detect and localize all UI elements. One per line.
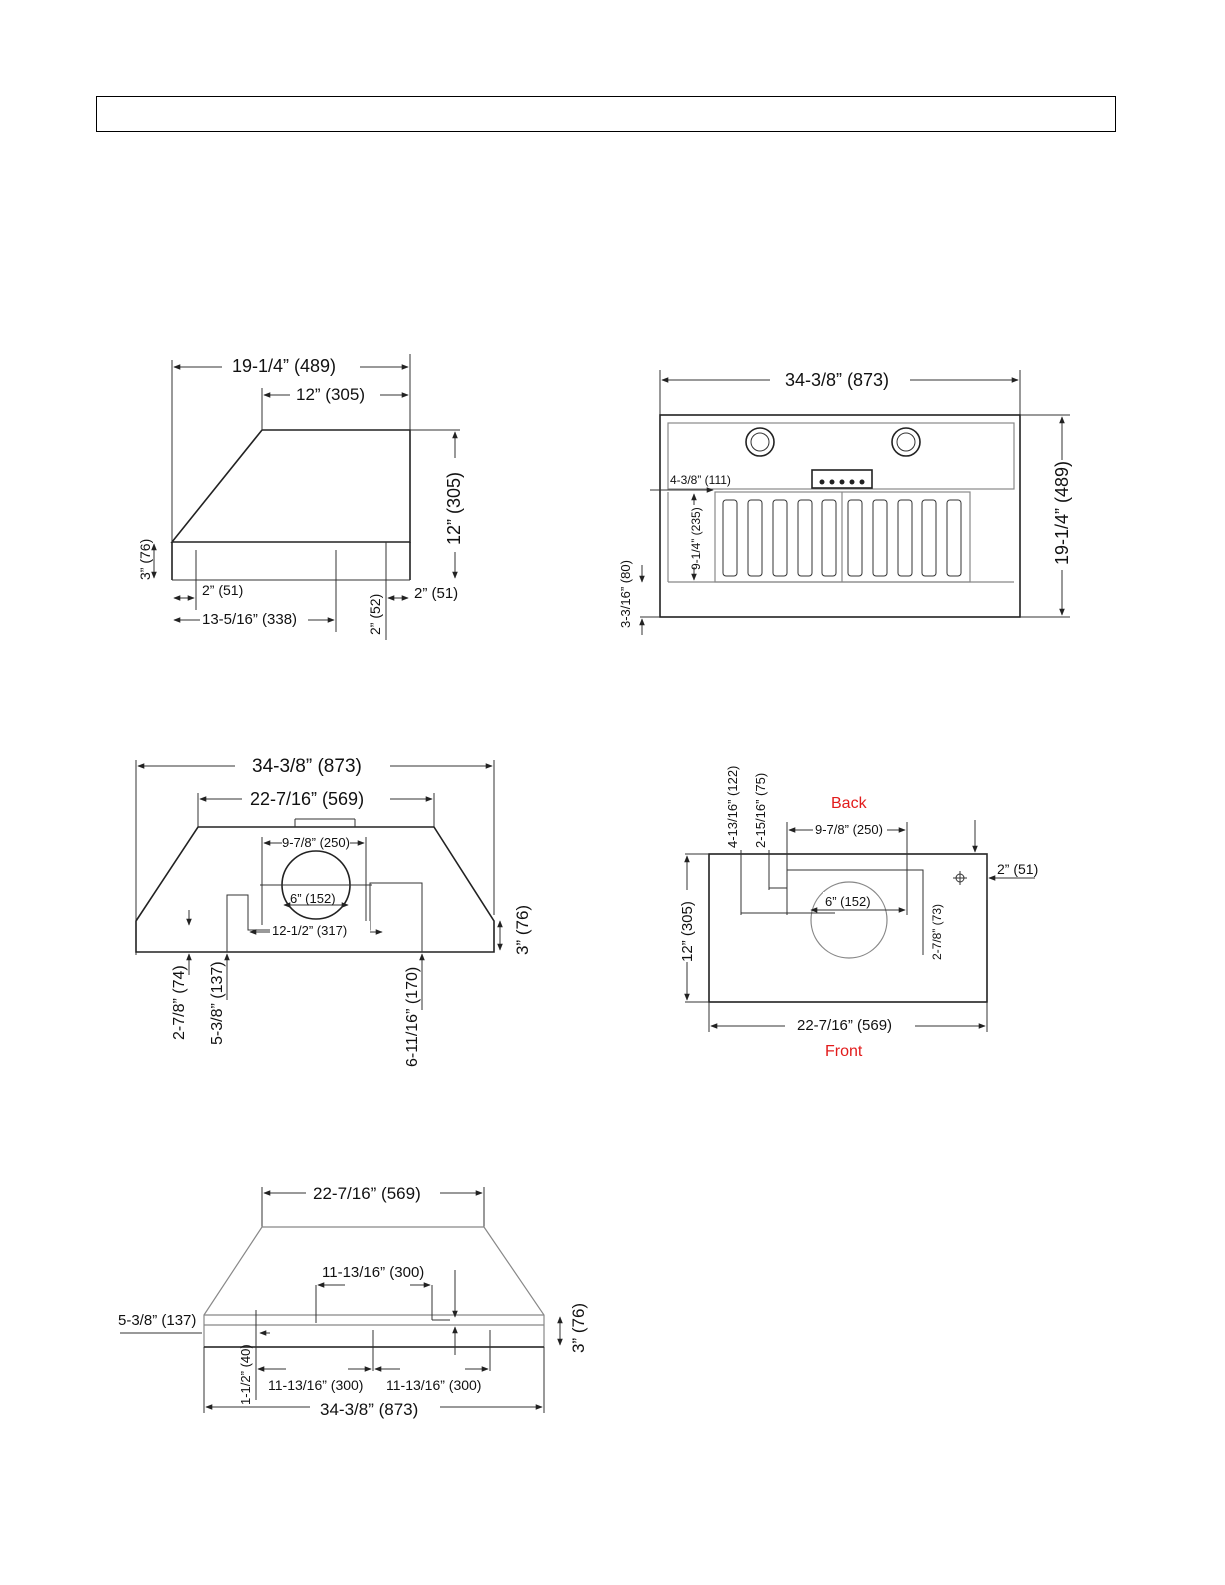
rear-bracket-spacing-label: 12-1/2” (317) (272, 923, 347, 938)
side-base-height-label: 3” (76) (137, 539, 153, 580)
rear-dim-b-label: 5-3/8” (137) (209, 961, 226, 1045)
front-control-panel (667, 422, 1015, 490)
front-bottom-height-label: 3-3/16” (80) (618, 560, 633, 628)
top-view-drawing: Back Front 4-13/16” (122) 2-15/16” (75) … (679, 766, 1038, 1060)
rear-top-width-label: 22-7/16” (569) (250, 789, 364, 809)
bottom-side-offset-label: 5-3/8” (137) (118, 1312, 196, 1329)
front-view-drawing: 34-3/8” (873) 4-3/8” (111) 9-1/4” (235) (618, 370, 1072, 635)
bottom-view-body-outline (203, 1226, 545, 1348)
bottom-top-width-label: 22-7/16” (569) (313, 1184, 421, 1203)
front-knob-left (745, 427, 775, 457)
side-screw-rear-label: 2” (51) (414, 585, 458, 602)
front-view-body (659, 414, 1021, 618)
rear-bottom-width-label: 34-3/8” (873) (252, 756, 362, 777)
top-dim-left-2-label: 2-15/16” (75) (753, 773, 768, 848)
top-duct-diameter-label: 6” (152) (825, 894, 871, 909)
top-bracket-width-label: 9-7/8” (250) (815, 822, 883, 837)
bottom-overall-width-label: 34-3/8” (873) (320, 1400, 418, 1419)
bottom-span-right-label: 11-13/16” (300) (386, 1377, 481, 1393)
front-filter-slots (722, 499, 962, 577)
front-filter-height-label: 9-1/4” (235) (689, 507, 703, 570)
side-view-body-outline (170, 429, 411, 543)
rear-dim-c-label: 6-11/16” (170) (404, 967, 421, 1067)
front-height-label: 19-1/4” (489) (1052, 461, 1072, 565)
top-depth-label: 12” (305) (679, 901, 696, 962)
bottom-edge-height-label: 1-1/2” (40) (238, 1344, 253, 1405)
top-front-label: Front (825, 1043, 863, 1060)
rear-view-body-outline (135, 826, 495, 953)
front-side-offset-label: 4-3/8” (111) (670, 473, 731, 487)
top-right-offset-label: 2” (51) (997, 861, 1038, 877)
rear-dim-a-label: 2-7/8” (74) (171, 965, 188, 1040)
bottom-span-left-label: 11-13/16” (300) (268, 1377, 363, 1393)
top-dim-left-1-label: 4-13/16” (122) (725, 766, 740, 848)
side-height-label: 12” (305) (444, 472, 464, 545)
side-screw-middle-label: 13-5/16” (338) (202, 611, 297, 628)
side-screw-vertical-label: 2” (52) (367, 594, 383, 635)
front-button-strip (811, 469, 873, 489)
top-mount-mark (953, 871, 967, 885)
side-screw-front-label: 2” (51) (202, 582, 243, 598)
top-width-label: 22-7/16” (569) (797, 1017, 892, 1034)
top-duct-circle (810, 881, 888, 959)
front-knob-right (891, 427, 921, 457)
bottom-base-height-label: 3” (76) (569, 1303, 588, 1353)
top-back-label: Back (831, 795, 868, 812)
header-box (96, 96, 1116, 132)
rear-base-height-label: 3” (76) (513, 905, 532, 955)
rear-duct-diameter-label: 6” (152) (290, 891, 336, 906)
side-top-depth-label: 12” (305) (296, 385, 365, 404)
bottom-view-drawing: 22-7/16” (569) 11-13/16” (300) 5-3/8” (1… (118, 1184, 588, 1419)
top-view-body (708, 853, 988, 1003)
front-buttons (819, 479, 865, 485)
side-view-drawing: 19-1/4” (489) 12” (305) 12” (305) 3” (76… (137, 354, 464, 640)
top-duct-offset-label: 2-7/8” (73) (930, 904, 944, 960)
bottom-inner-span-label: 11-13/16” (300) (322, 1264, 424, 1281)
front-width-label: 34-3/8” (873) (785, 370, 889, 390)
rear-bracket-width-label: 9-7/8” (250) (282, 835, 350, 850)
side-overall-depth-label: 19-1/4” (489) (232, 356, 336, 376)
rear-view-drawing: 34-3/8” (873) 22-7/16” (569) 9-7/8” (250… (135, 756, 532, 1067)
